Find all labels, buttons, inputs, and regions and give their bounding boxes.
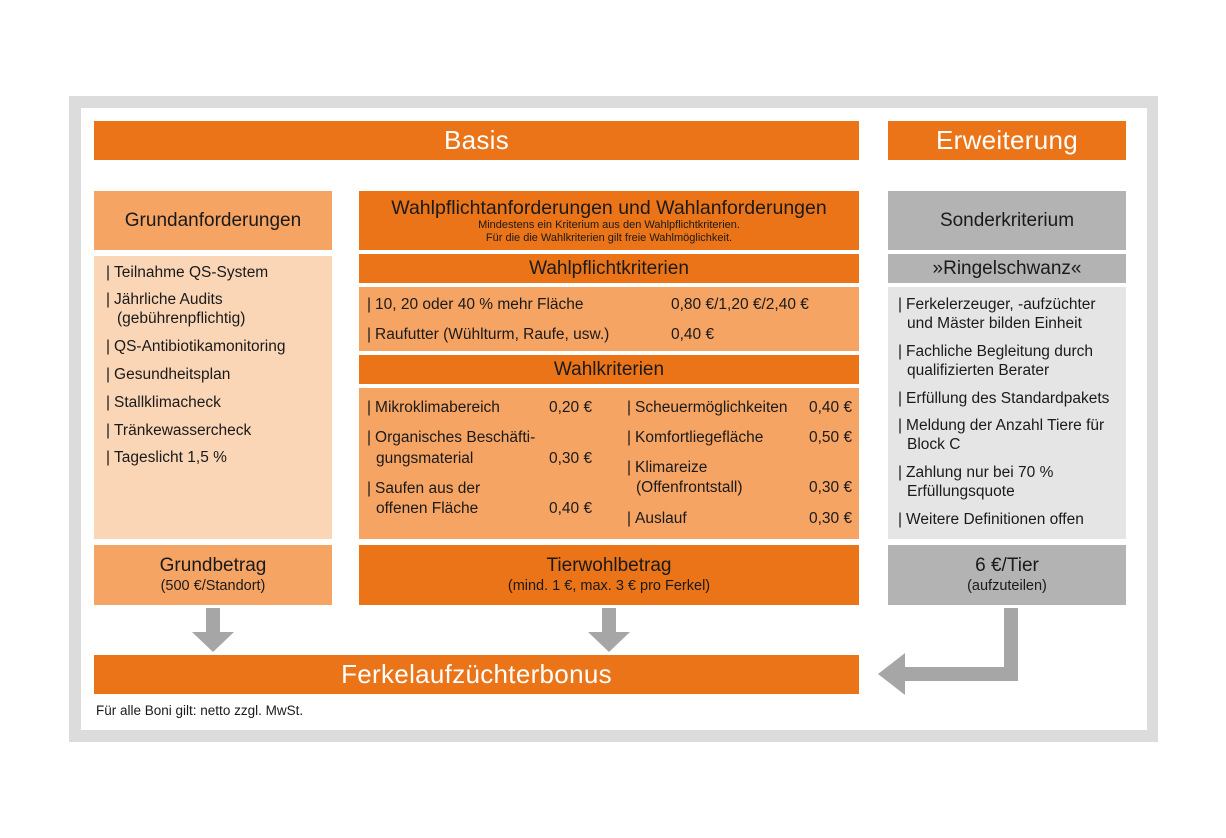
list-item: |Organisches Beschäfti- (367, 429, 536, 446)
grundanforderungen-header: Grundanforderungen (94, 191, 332, 250)
item-value: 0,40 € (671, 326, 715, 343)
list-item: |Auslauf (627, 510, 687, 527)
item-value: 0,80 €/1,20 €/2,40 € (671, 296, 809, 313)
list-item-continued: gungsmaterial (376, 450, 474, 467)
wahlpflichtkriterien-title: Wahlpflichtkriterien (529, 257, 689, 279)
list-item: |Komfortliegefläche (627, 429, 764, 446)
list-item-continued: Erfüllungsquote (907, 483, 1015, 500)
grundanforderungen-list: |Teilnahme QS-System |Jährliche Audits (… (94, 256, 332, 539)
sonderkriterium-header: Sonderkriterium (888, 191, 1126, 250)
sonderbetrag-title: 6 €/Tier (975, 555, 1039, 576)
list-item: |Fachliche Begleitung durch (898, 343, 1094, 360)
list-item: |Scheuermöglichkeiten (627, 399, 788, 416)
list-item: |Tageslicht 1,5 % (106, 449, 227, 466)
list-item-continued: Block C (907, 436, 961, 453)
list-item: |Erfüllung des Standardpakets (898, 390, 1110, 407)
arrow-down-left-icon (192, 608, 234, 652)
ringelschwanz-header: »Ringelschwanz« (888, 254, 1126, 283)
grundanforderungen-title: Grundanforderungen (124, 209, 302, 231)
item-value: 0,50 € (809, 429, 853, 446)
grundbetrag-box: Grundbetrag (500 €/Standort) (94, 545, 332, 605)
list-item: |Gesundheitsplan (106, 366, 231, 383)
list-item: |Saufen aus der (367, 480, 481, 497)
item-value: 0,30 € (809, 510, 853, 527)
sonderkriterium-list: |Ferkelerzeuger, -aufzüchter und Mäster … (888, 287, 1126, 539)
wahlkriterien-header: Wahlkriterien (359, 355, 859, 384)
list-item-continued: offenen Fläche (376, 500, 479, 517)
bonus-title: Ferkelaufzüchterbonus (341, 659, 612, 689)
list-item: |Stallklimacheck (106, 394, 221, 411)
list-item: |Mikroklimabereich (367, 399, 500, 416)
footnote: Für alle Boni gilt: netto zzgl. MwSt. (96, 703, 304, 718)
tierwohlbetrag-box: Tierwohlbetrag (mind. 1 €, max. 3 € pro … (359, 545, 859, 605)
wahlpflichtkriterien-header: Wahlpflichtkriterien (359, 254, 859, 283)
wahlkriterien-title: Wahlkriterien (553, 358, 665, 380)
item-value: 0,20 € (549, 399, 593, 416)
sonderkriterium-title: Sonderkriterium (939, 209, 1075, 231)
list-item: |Zahlung nur bei 70 % (898, 464, 1054, 481)
sonderbetrag-sub: (aufzuteilen) (967, 578, 1047, 594)
list-item: |Tränkewassercheck (106, 422, 252, 439)
wahlpflicht-sub2: Für die die Wahlkriterien gilt freie Wah… (485, 231, 733, 244)
item-value: 0,40 € (809, 399, 853, 416)
item-value: 0,30 € (809, 479, 853, 496)
erweiterung-header-label: Erweiterung (935, 125, 1079, 155)
list-item-continued: (gebührenpflichtig) (117, 310, 246, 327)
list-item: |Weitere Definitionen offen (898, 511, 1084, 528)
arrow-down-middle-icon (588, 608, 630, 652)
list-item: |Meldung der Anzahl Tiere für (898, 417, 1105, 434)
wahlpflicht-title: Wahlpflichtanforderungen und Wahlanforde… (391, 196, 827, 219)
list-item-continued: (Offenfrontstall) (636, 479, 743, 496)
arrow-elbow-right-icon (878, 608, 1018, 695)
ringelschwanz-title: »Ringelschwanz« (932, 257, 1082, 279)
grundbetrag-title: Grundbetrag (159, 555, 267, 576)
wahlpflichtkriterien-list: |10, 20 oder 40 % mehr Fläche 0,80 €/1,2… (359, 287, 859, 351)
item-value: 0,40 € (549, 500, 593, 517)
list-item: |Ferkelerzeuger, -aufzüchter (898, 296, 1096, 313)
list-item: |Raufutter (Wühlturm, Raufe, usw.) (367, 326, 610, 343)
wahlkriterien-list: |Mikroklimabereich 0,20 € |Organisches B… (359, 388, 859, 539)
list-item-continued: und Mäster bilden Einheit (907, 315, 1082, 332)
erweiterung-header: Erweiterung (888, 121, 1126, 160)
basis-header: Basis (94, 121, 859, 160)
list-item: |Jährliche Audits (106, 291, 223, 308)
wahlpflicht-header: Wahlpflichtanforderungen und Wahlanforde… (359, 191, 859, 250)
list-item: |QS-Antibiotikamonitoring (106, 338, 286, 355)
tierwohlbetrag-sub: (mind. 1 €, max. 3 € pro Ferkel) (507, 578, 711, 594)
tierwohlbetrag-title: Tierwohlbetrag (546, 555, 672, 576)
list-item: |Klimareize (627, 459, 708, 476)
basis-header-label: Basis (443, 125, 510, 155)
grundbetrag-sub: (500 €/Standort) (160, 578, 266, 594)
bonus-bar: Ferkelaufzüchterbonus (94, 655, 859, 694)
sonderbetrag-box: 6 €/Tier (aufzuteilen) (888, 545, 1126, 605)
list-item: |Teilnahme QS-System (106, 264, 269, 281)
list-item: |10, 20 oder 40 % mehr Fläche (367, 296, 584, 313)
list-item-continued: qualifizierten Berater (907, 362, 1050, 379)
wahlpflicht-sub1: Mindestens ein Kriterium aus den Wahlpfl… (478, 218, 740, 231)
item-value: 0,30 € (549, 450, 593, 467)
